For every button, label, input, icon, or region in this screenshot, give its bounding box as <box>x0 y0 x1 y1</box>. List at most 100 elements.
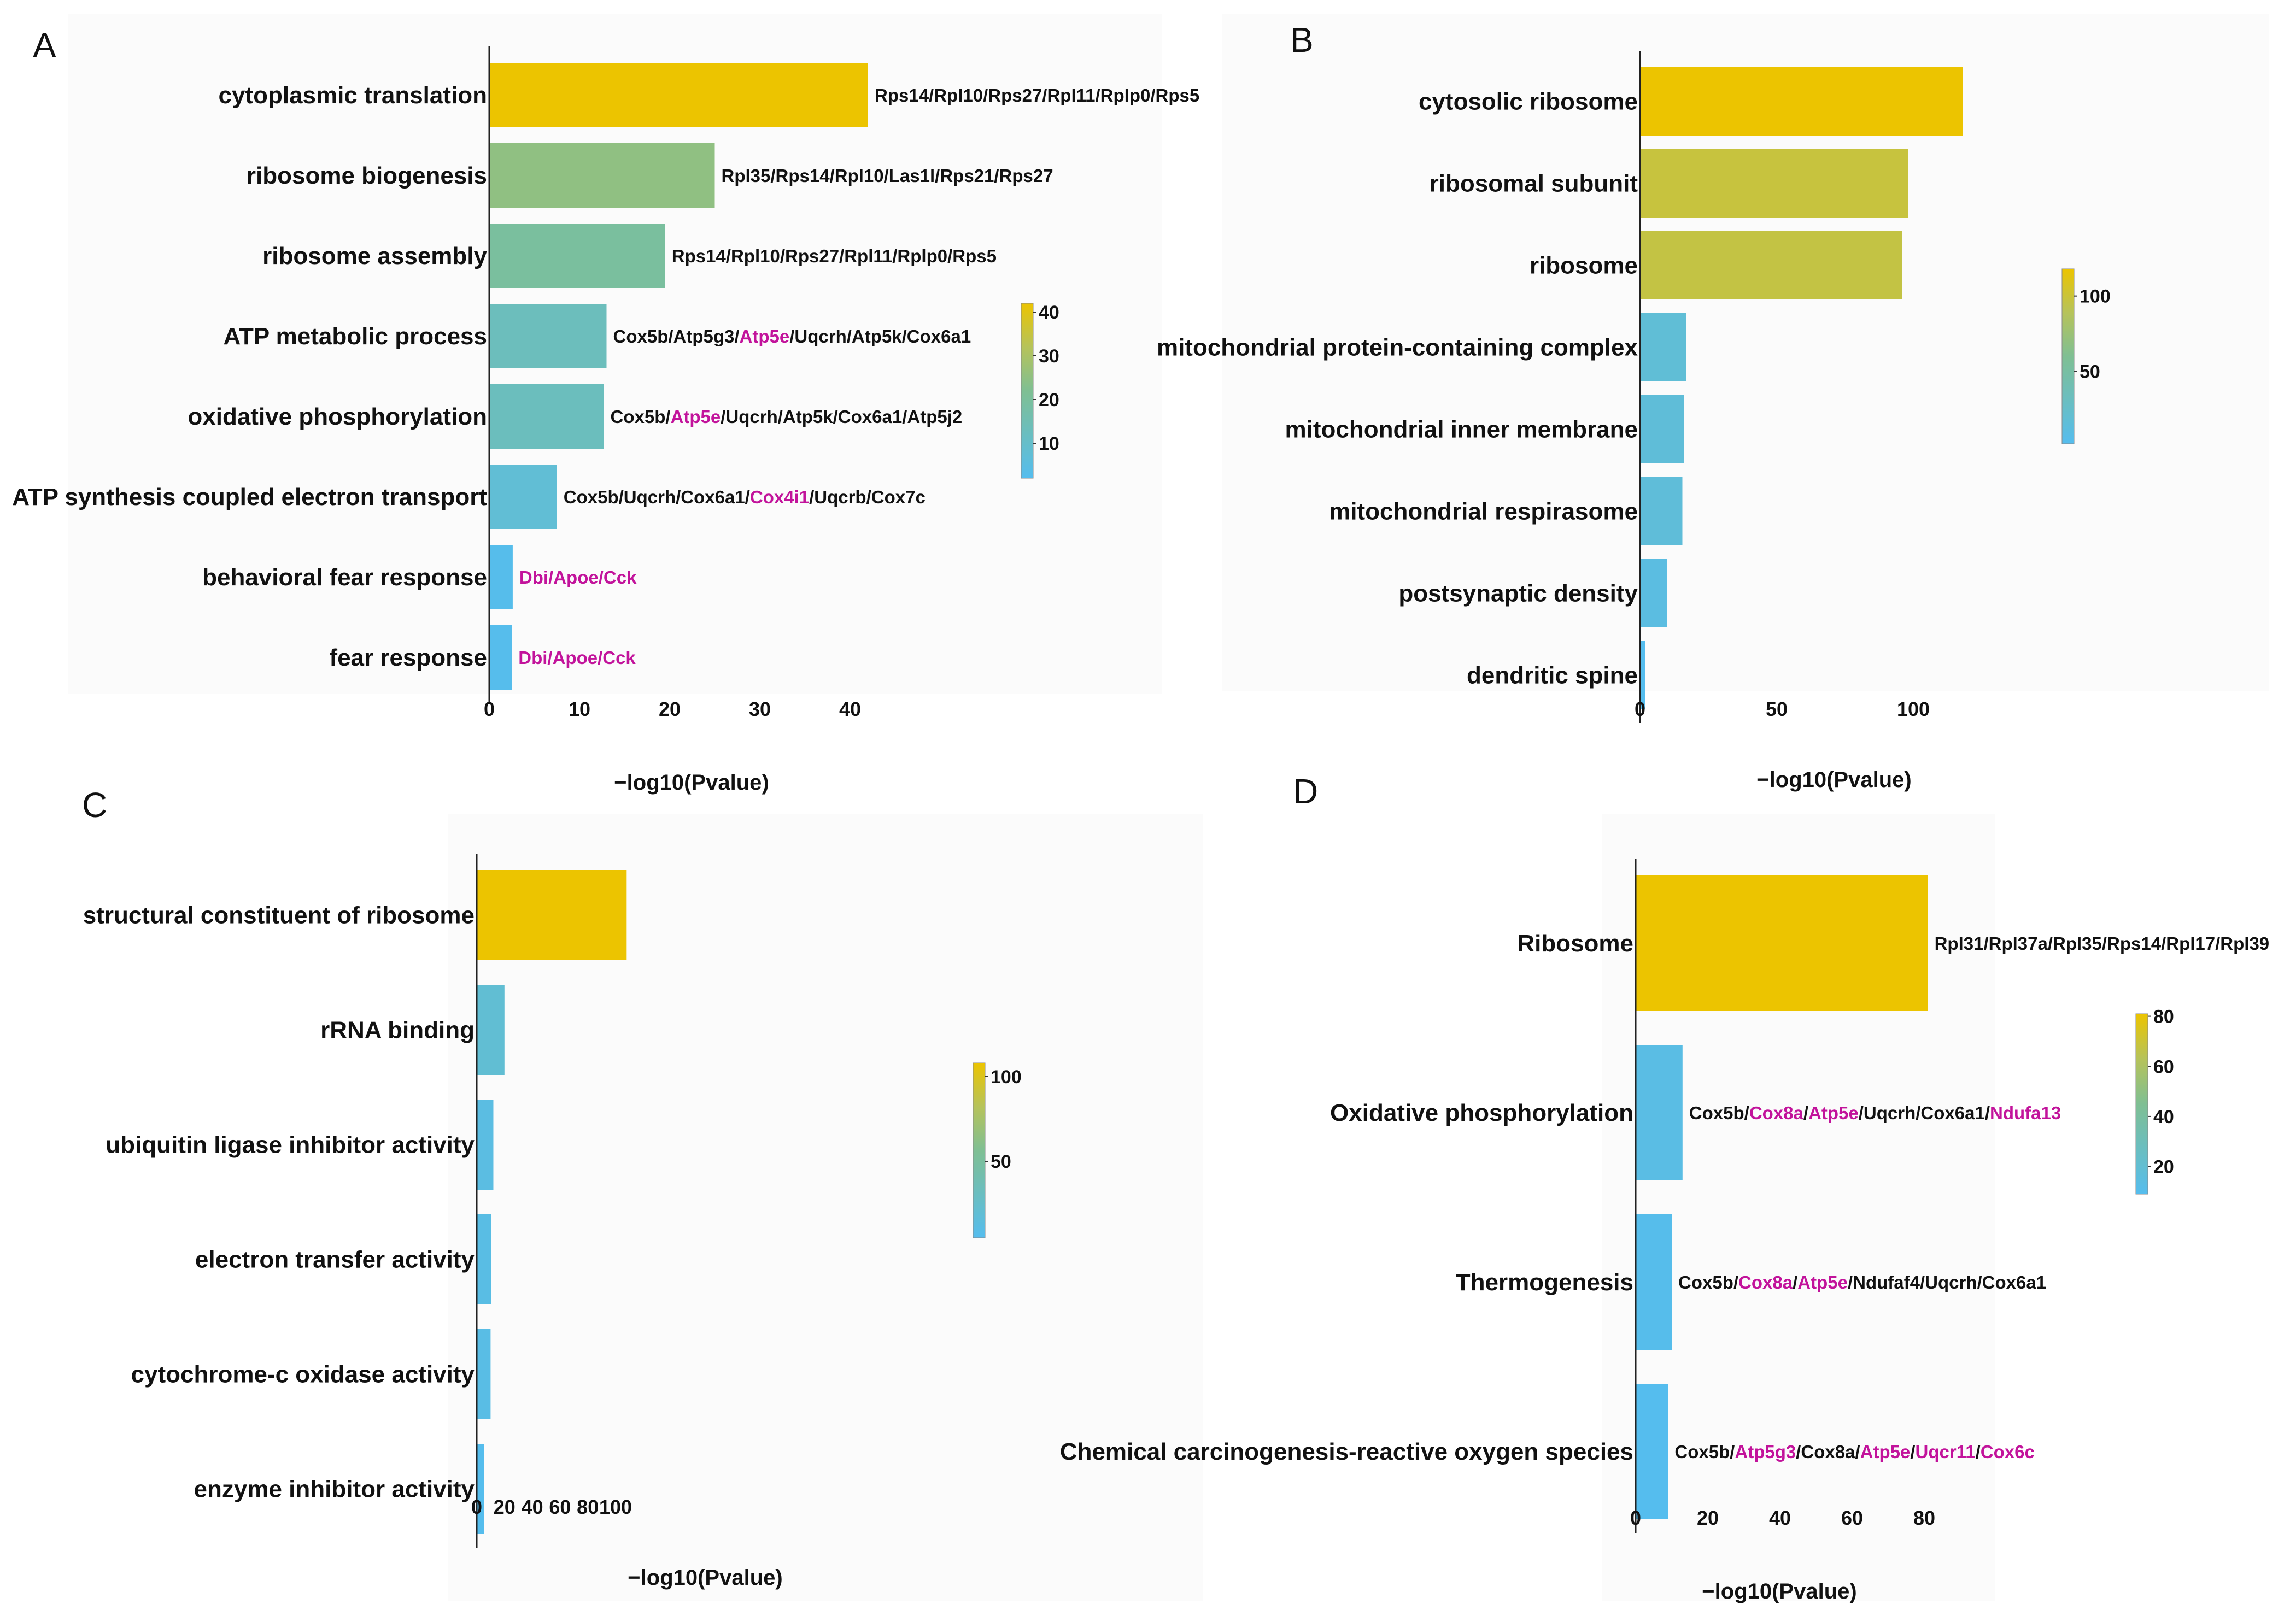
gene-list: Dbi/Apoe/Cck <box>518 648 636 668</box>
gene-list: Cox5b/Atp5e/Uqcrh/Atp5k/Cox6a1/Atp5j2 <box>611 407 963 427</box>
x-axis-label: −log10(Pvalue) <box>628 1566 782 1590</box>
colorbar-tick-label: 30 <box>1039 346 1059 367</box>
gene-highlight: Atp5g3 <box>1735 1442 1796 1462</box>
gene-text: Rps14/Rpl10/Rps27/Rpl11/Rplp0/Rps5 <box>672 246 997 266</box>
colorbar-tick-label: 50 <box>991 1151 1011 1172</box>
category-label: ribosomal subunit <box>1430 171 1638 197</box>
gene-highlight: Atp5e <box>1808 1103 1859 1123</box>
panel-label: A <box>33 26 56 65</box>
x-tick-label: 0 <box>1630 1507 1641 1529</box>
x-tick-label: 100 <box>1897 698 1930 720</box>
gene-text: Rpl31/Rpl37a/Rpl35/Rps14/Rpl17/Rpl39 <box>1935 933 2270 954</box>
gene-text: Cox5b/Atp5g3/ <box>613 326 740 346</box>
gene-text: /Uqcrb/Cox7c <box>809 487 926 507</box>
category-label: Chemical carcinogenesis-reactive oxygen … <box>1060 1438 1633 1465</box>
colorbar <box>2135 1013 2148 1195</box>
bar <box>1640 477 1683 545</box>
bar <box>489 63 868 127</box>
gene-text: / <box>1910 1442 1915 1462</box>
gene-text: Cox5b/ <box>1689 1103 1749 1123</box>
gene-highlight: Atp5e <box>671 407 721 427</box>
gene-highlight: Uqcr11 <box>1916 1442 1976 1462</box>
category-label: rRNA binding <box>320 1017 475 1044</box>
category-label: Ribosome <box>1517 930 1633 957</box>
bar <box>1640 395 1684 463</box>
panel-label: B <box>1290 20 1314 60</box>
gene-list: Dbi/Apoe/Cck <box>519 567 637 587</box>
bar <box>1640 67 1963 136</box>
x-tick-label: 80 <box>1913 1507 1935 1529</box>
gene-text: Rps14/Rpl10/Rps27/Rpl11/Rplp0/Rps5 <box>875 85 1199 105</box>
gene-highlight: Cox8a <box>1749 1103 1804 1123</box>
bar <box>477 1444 484 1534</box>
category-label: oxidative phosphorylation <box>188 403 487 430</box>
colorbar <box>2061 268 2075 444</box>
x-tick-label: 30 <box>749 698 771 720</box>
colorbar-tick-label: 20 <box>2153 1157 2174 1178</box>
x-tick-label: 40 <box>1769 1507 1791 1529</box>
category-label: ribosome <box>1530 252 1638 279</box>
bar <box>489 625 512 690</box>
gene-text: Cox5b/ <box>1674 1442 1735 1462</box>
gene-highlight: Atp5e <box>1797 1272 1848 1292</box>
category-label: dendritic spine <box>1467 662 1638 689</box>
colorbar-tick-label: 100 <box>2080 286 2111 307</box>
colorbar-tick-label: 100 <box>991 1067 1022 1088</box>
x-tick-label: 100 <box>599 1496 632 1518</box>
gene-text: Cox5b/Uqcrh/Cox6a1/ <box>564 487 750 507</box>
gene-text: /Uqcrh/Atp5k/Cox6a1/Atp5j2 <box>721 407 962 427</box>
colorbar <box>973 1062 986 1238</box>
bar <box>477 985 505 1075</box>
gene-list: Rps14/Rpl10/Rps27/Rpl11/Rplp0/Rps5 <box>875 85 1199 105</box>
bar <box>489 143 715 208</box>
x-tick-label: 0 <box>1635 698 1645 720</box>
bar <box>1640 559 1667 627</box>
gene-list: Cox5b/Cox8a/Atp5e/Ndufaf4/Uqcrh/Cox6a1 <box>1678 1272 2046 1292</box>
x-tick-label: 50 <box>1766 698 1788 720</box>
category-label: ATP metabolic process <box>223 323 487 350</box>
bar <box>477 870 627 960</box>
category-label: ribosome assembly <box>262 243 487 269</box>
colorbar-tick-label: 80 <box>2153 1007 2174 1027</box>
x-tick-label: 20 <box>1697 1507 1719 1529</box>
panel-label: C <box>82 785 107 825</box>
colorbar-tick-label: 60 <box>2153 1056 2174 1077</box>
x-tick-label: 60 <box>1841 1507 1863 1529</box>
gene-text: / <box>1976 1442 1981 1462</box>
gene-list: Cox5b/Cox8a/Atp5e/Uqcrh/Cox6a1/Ndufa13 <box>1689 1103 2061 1123</box>
bar <box>1636 1214 1672 1350</box>
bar <box>477 1214 491 1304</box>
gene-list: Cox5b/Atp5g3/Cox8a/Atp5e/Uqcr11/Cox6c <box>1674 1442 2034 1462</box>
bar <box>489 224 665 288</box>
gene-text: / <box>1793 1272 1797 1292</box>
colorbar-tick-label: 10 <box>1039 433 1059 454</box>
panel-label: D <box>1293 772 1318 811</box>
category-label: behavioral fear response <box>202 564 487 591</box>
x-tick-label: 60 <box>549 1496 571 1518</box>
category-label: ubiquitin ligase inhibitor activity <box>106 1132 475 1159</box>
bar <box>1640 231 1902 299</box>
gene-text: /Uqcrh/Atp5k/Cox6a1 <box>789 326 971 346</box>
gene-list: Cox5b/Atp5g3/Atp5e/Uqcrh/Atp5k/Cox6a1 <box>613 326 971 346</box>
category-label: fear response <box>329 644 487 671</box>
category-label: structural constituent of ribosome <box>83 902 475 929</box>
category-label: mitochondrial protein-containing complex <box>1157 334 1638 361</box>
x-axis-label: −log10(Pvalue) <box>614 771 769 795</box>
bar <box>489 384 604 449</box>
x-tick-label: 0 <box>471 1496 482 1518</box>
gene-text: Cox5b/ <box>1678 1272 1738 1292</box>
x-tick-label: 0 <box>484 698 495 720</box>
gene-highlight: Cox8a <box>1738 1272 1793 1292</box>
gene-list: Rpl31/Rpl37a/Rpl35/Rps14/Rpl17/Rpl39 <box>1935 933 2270 954</box>
gene-highlight: Dbi/Apoe/Cck <box>518 648 636 668</box>
x-tick-label: 80 <box>577 1496 599 1518</box>
x-tick-label: 40 <box>522 1496 543 1518</box>
bar <box>489 304 607 368</box>
category-label: ATP synthesis coupled electron transport <box>12 484 487 510</box>
category-label: mitochondrial inner membrane <box>1285 416 1638 443</box>
category-label: cytoplasmic translation <box>219 82 487 109</box>
